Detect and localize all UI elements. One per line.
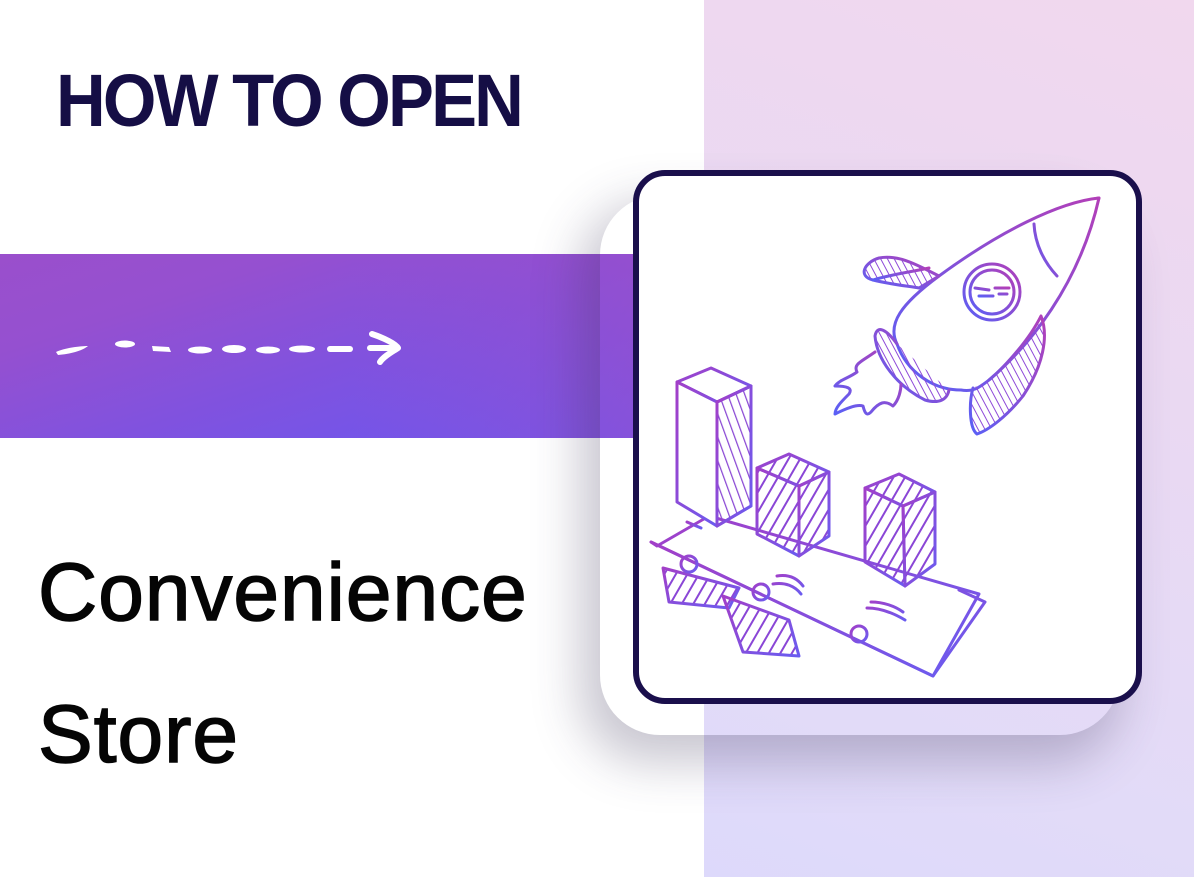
- gradient-banner: [0, 254, 640, 438]
- dashed-arrow-icon: [56, 331, 401, 365]
- subtitle-line-1: Convenience: [37, 547, 528, 638]
- rocket-chart-illustration: [649, 196, 1101, 678]
- rocket-icon: [833, 196, 1101, 436]
- bar-chart-icon: [649, 366, 987, 678]
- page-title: HOW TO OPEN: [56, 59, 524, 142]
- illustration-card: [633, 170, 1142, 704]
- subtitle-line-2: Store: [37, 689, 239, 780]
